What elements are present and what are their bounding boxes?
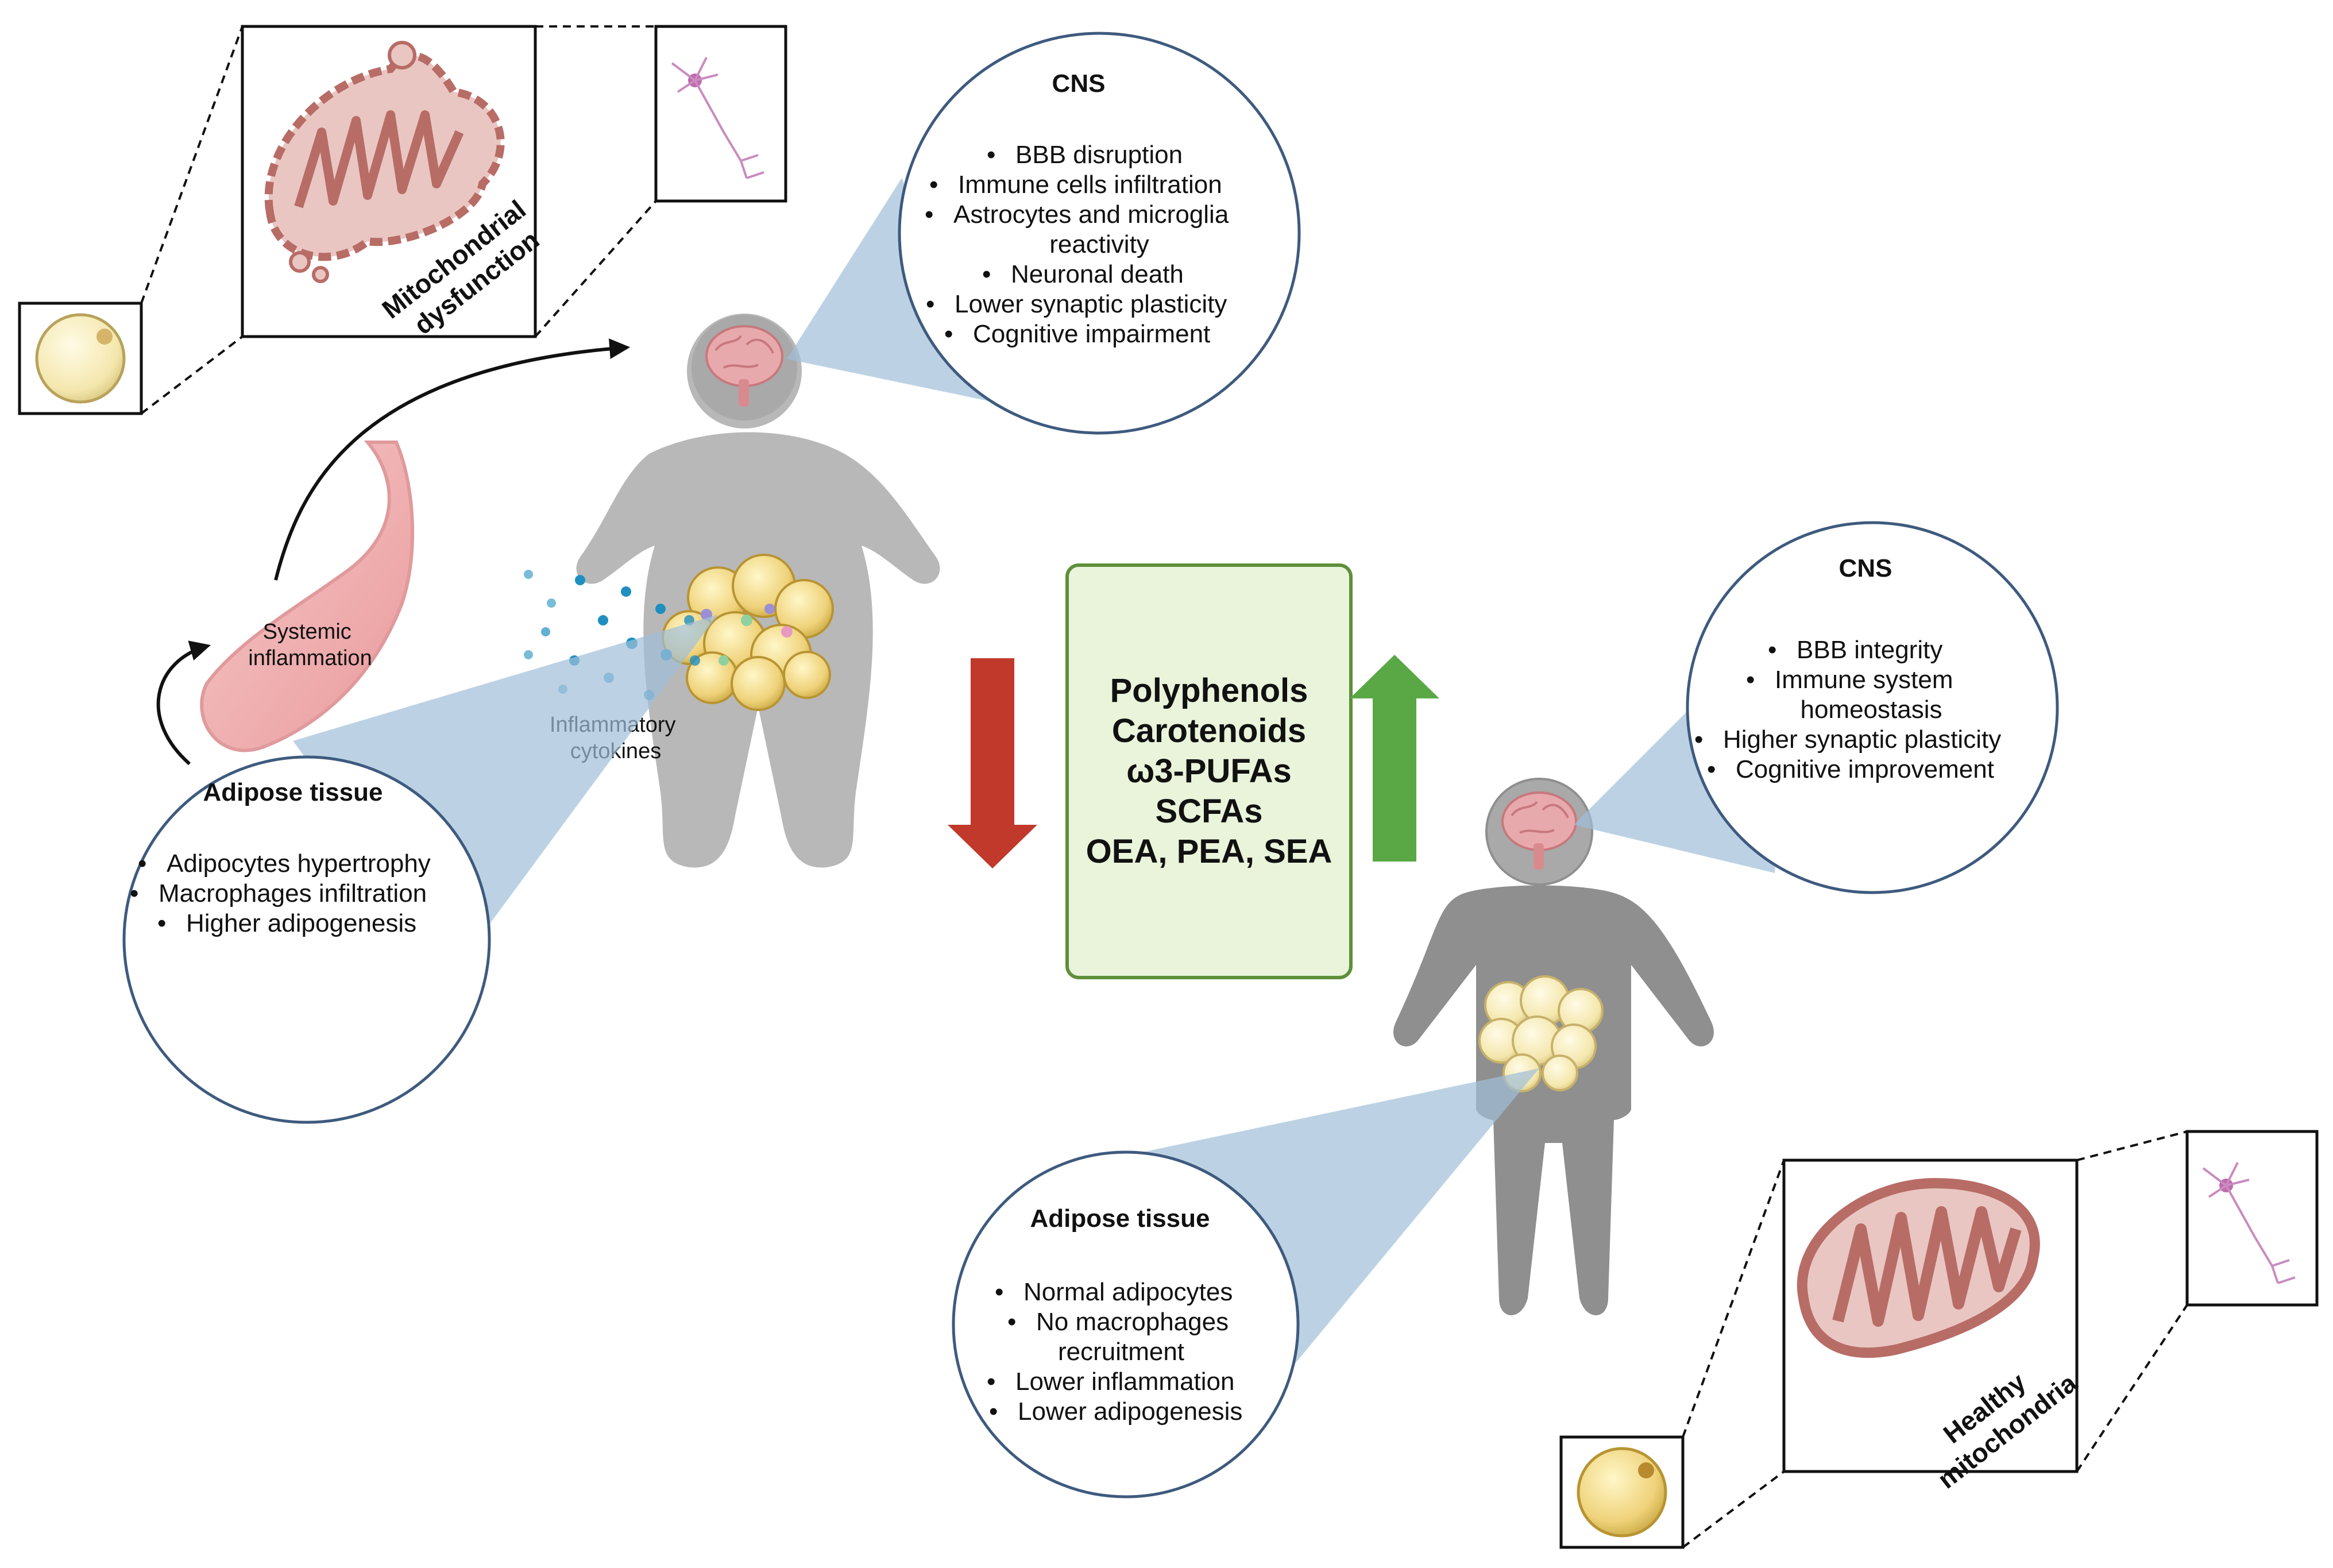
cns-title-healthy: CNS xyxy=(1839,554,1892,582)
adipose-healthy-item-3: Lower inflammation xyxy=(1015,1368,1235,1396)
neuron-box-right xyxy=(2185,1130,2319,1307)
brain-icon xyxy=(692,315,797,420)
mitochondria-icon xyxy=(1797,1177,2040,1358)
cns-healthy-item-4: Cognitive improvement xyxy=(1736,755,1994,783)
adipose-obese-item-1: Adipocytes hypertrophy xyxy=(167,849,431,878)
intestine-icon xyxy=(200,441,415,752)
cns-healthy-bullet: • xyxy=(1768,636,1776,664)
neuron-box-left xyxy=(654,25,787,203)
compound-carotenoids: Carotenoids xyxy=(1112,712,1306,750)
adipose-title-healthy: Adipose tissue xyxy=(1030,1204,1210,1233)
adipose-obese-item-2: Macrophages infiltration xyxy=(159,879,427,907)
cns-obese-item-3-cont: reactivity xyxy=(1049,230,1149,258)
adipose-title-obese: Adipose tissue xyxy=(203,778,383,806)
compound-polyphenols: Polyphenols xyxy=(1110,672,1308,709)
cns-obese-item-3: Astrocytes and microglia xyxy=(953,200,1229,229)
cns-obese-item-1: BBB disruption xyxy=(1015,141,1183,169)
svg-text:Systemic inflammation: Systemic inflammation xyxy=(248,620,372,670)
increase-arrow xyxy=(1350,655,1439,862)
compound-scfas: SCFAs xyxy=(1156,793,1263,830)
cns-healthy-item-2: Immune system xyxy=(1775,666,1953,694)
cns-obese-bullet: • xyxy=(944,320,953,348)
cns-obese-item-6: Cognitive impairment xyxy=(973,320,1210,348)
adipose-healthy-bullet: • xyxy=(1007,1308,1016,1336)
adipose-obese-bullet: • xyxy=(138,849,146,878)
brain-icon xyxy=(1488,780,1591,883)
cns-healthy-item-2-cont: homeostasis xyxy=(1800,696,1942,724)
adipose-healthy-item-2: No macrophages xyxy=(1036,1308,1229,1336)
adipocyte-box-right xyxy=(1559,1435,1685,1549)
adipocyte-box-left xyxy=(18,302,143,415)
decrease-arrow xyxy=(948,658,1037,868)
adipose-healthy-bullet: • xyxy=(989,1397,998,1426)
cns-circle-healthy: CNS • BBB integrity • Immune system home… xyxy=(1686,521,2059,894)
cns-title-obese: CNS xyxy=(1052,69,1106,98)
adipocyte-icon xyxy=(1577,1447,1667,1538)
cns-healthy-bullet: • xyxy=(1746,666,1755,694)
cns-obese-item-2: Immune cells infiltration xyxy=(958,171,1222,199)
adipose-callout-cone-right xyxy=(1131,1068,1539,1367)
cns-healthy-bullet: • xyxy=(1694,725,1703,754)
cns-obese-bullet: • xyxy=(982,260,991,288)
cns-healthy-item-1: BBB integrity xyxy=(1797,636,1942,664)
cns-obese-item-5: Lower synaptic plasticity xyxy=(955,290,1227,318)
arrow-adipose-to-gut xyxy=(156,640,211,766)
systemic-inflammation-label-1: Systemic xyxy=(263,620,352,644)
cns-healthy-item-3: Higher synaptic plasticity xyxy=(1723,725,2001,754)
cns-obese-item-4: Neuronal death xyxy=(1011,260,1184,288)
neuron-icon xyxy=(2202,1162,2296,1284)
adipose-obese-bullet: • xyxy=(130,879,138,907)
adipocyte-icon xyxy=(35,313,126,404)
adipose-healthy-bullet: • xyxy=(987,1368,995,1396)
adipose-obese-bullet: • xyxy=(157,909,166,937)
nutrient-compounds-box: Polyphenols Carotenoids ω3-PUFAs SCFAs O… xyxy=(1065,563,1353,979)
zoom-connector-lines-left xyxy=(140,25,657,415)
cns-obese-bullet: • xyxy=(925,200,933,229)
cns-obese-bullet: • xyxy=(987,141,995,169)
damaged-mitochondria-icon xyxy=(264,41,505,283)
mitochondria-box-healthy: Healthy mitochondria xyxy=(1782,1158,2083,1494)
adipose-healthy-bullet: • xyxy=(995,1278,1003,1306)
adipose-tissue-circle-healthy: Adipose tissue • Normal adipocytes • No … xyxy=(952,1150,1300,1499)
arrow-gut-to-brain xyxy=(274,338,631,581)
fat-cells-icon xyxy=(662,554,834,711)
mitochondria-box-dysfunction: Mitochondrial dysfunction xyxy=(241,25,544,340)
compound-oea-pea-sea: OEA, PEA, SEA xyxy=(1086,833,1332,870)
cns-obese-bullet: • xyxy=(926,290,934,318)
adipose-healthy-item-2-cont: recruitment xyxy=(1058,1338,1184,1366)
adipose-healthy-item-1: Normal adipocytes xyxy=(1023,1278,1233,1306)
adipose-obese-item-3: Higher adipogenesis xyxy=(186,909,416,937)
adipose-tissue-circle-obese: Adipose tissue • Adipocytes hypertrophy … xyxy=(122,755,491,1124)
cns-obese-bullet: • xyxy=(929,171,938,199)
systemic-inflammation-label-2: inflammation xyxy=(248,646,372,670)
compound-omega3-pufas: ω3-PUFAs xyxy=(1126,752,1292,790)
adipose-healthy-item-4: Lower adipogenesis xyxy=(1018,1397,1242,1426)
zoom-connector-lines-right xyxy=(1682,1130,2188,1548)
cns-healthy-bullet: • xyxy=(1707,755,1716,783)
neuron-icon xyxy=(671,57,764,179)
cns-circle-obese: CNS • BBB disruption • Immune cells infi… xyxy=(898,32,1301,435)
